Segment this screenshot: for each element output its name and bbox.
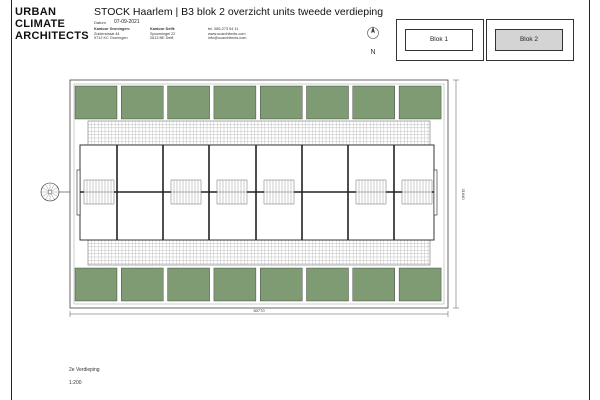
- keymap-building-blok-1: Blok 1: [405, 29, 473, 51]
- keymap-label-blok-2: Blok 2: [519, 36, 539, 43]
- terrace-bottom-3: [167, 267, 210, 302]
- terrace-top-6: [306, 85, 349, 120]
- office-groningen-city: 9712 KC Groningen: [94, 36, 128, 41]
- office-groningen-street: Zuiderstraat 44: [94, 31, 120, 36]
- drawing-title: STOCK Haarlem | B3 blok 2 overzicht unit…: [94, 6, 384, 18]
- sheet-frame-right: [589, 0, 590, 400]
- paving-bottom-border: [87, 239, 431, 266]
- date-label: Datum: [94, 20, 106, 25]
- floor-label: 2e Verdieping: [69, 367, 100, 373]
- paving-grid-top: [87, 120, 431, 146]
- terrace-bottom-6: [306, 267, 349, 302]
- spiral-core: [47, 189, 53, 195]
- terrace-top-2: [121, 85, 164, 120]
- sheet-frame-left: [11, 0, 12, 400]
- logo-line-3: ARCHITECTS: [15, 30, 89, 42]
- keymap-building-blok-2: Blok 2: [495, 29, 563, 51]
- terrace-bottom-5: [260, 267, 303, 302]
- units-strip: [76, 144, 438, 241]
- width-dimension: 50770: [253, 308, 265, 313]
- terrace-top-1: [74, 85, 118, 120]
- logo-line-2: CLIMATE: [15, 18, 66, 30]
- keymap-blok-1: Blok 1: [396, 19, 484, 61]
- keymap-label-blok-1: Blok 1: [429, 36, 449, 43]
- date-value: 07-09-2021: [114, 19, 140, 25]
- terrace-bottom-7: [352, 267, 395, 302]
- entrance-left: [76, 169, 81, 216]
- paving-grid-bottom: [87, 239, 431, 266]
- entrance-right: [433, 169, 438, 216]
- office-groningen-head: Kantoor Groningen:: [94, 27, 131, 31]
- office-delft-street: Spoorsingel 22: [150, 31, 176, 36]
- office-contact: tel. 085-273 54 11 www.ucarchitects.com …: [208, 27, 246, 41]
- logo-line-1: URBAN: [15, 6, 57, 18]
- terraces-top-row: [74, 85, 442, 120]
- paving-top-border: [87, 120, 431, 146]
- contact-email: info@ucarchitects.com: [208, 36, 247, 41]
- stairs-group: [83, 179, 433, 205]
- terrace-top-4: [213, 85, 257, 120]
- keymap-blok-2: Blok 2: [486, 19, 574, 61]
- dimension-lines: 50770 21640: [69, 79, 466, 317]
- terrace-bottom-4: [213, 267, 257, 302]
- scale-label: 1:200: [69, 380, 82, 386]
- north-label: N: [370, 49, 375, 56]
- office-delft-head: Kantoor Delft:: [150, 27, 176, 31]
- office-delft: Kantoor Delft: Spoorsingel 22 2613 BE De…: [150, 27, 175, 41]
- office-delft-city: 2613 BE Delft: [150, 36, 174, 41]
- terrace-top-8: [398, 85, 442, 120]
- terrace-bottom-1: [74, 267, 118, 302]
- north-arrow-icon: N: [367, 26, 379, 56]
- terrace-top-5: [260, 85, 303, 120]
- building-outline: [69, 79, 449, 309]
- depth-dimension: 21640: [461, 188, 466, 200]
- terrace-bottom-8: [398, 267, 442, 302]
- contact-phone: tel. 085-273 54 11: [208, 27, 239, 31]
- terraces-bottom-row: [74, 267, 442, 302]
- office-groningen: Kantoor Groningen: Zuiderstraat 44 9712 …: [94, 27, 130, 41]
- contact-website: www.ucarchitects.com: [208, 31, 246, 36]
- terrace-top-7: [352, 85, 395, 120]
- terrace-bottom-2: [121, 267, 164, 302]
- company-logo: URBAN CLIMATE ARCHITECTS: [15, 6, 89, 42]
- terrace-top-3: [167, 85, 210, 120]
- spiral-staircase-icon: [40, 182, 70, 202]
